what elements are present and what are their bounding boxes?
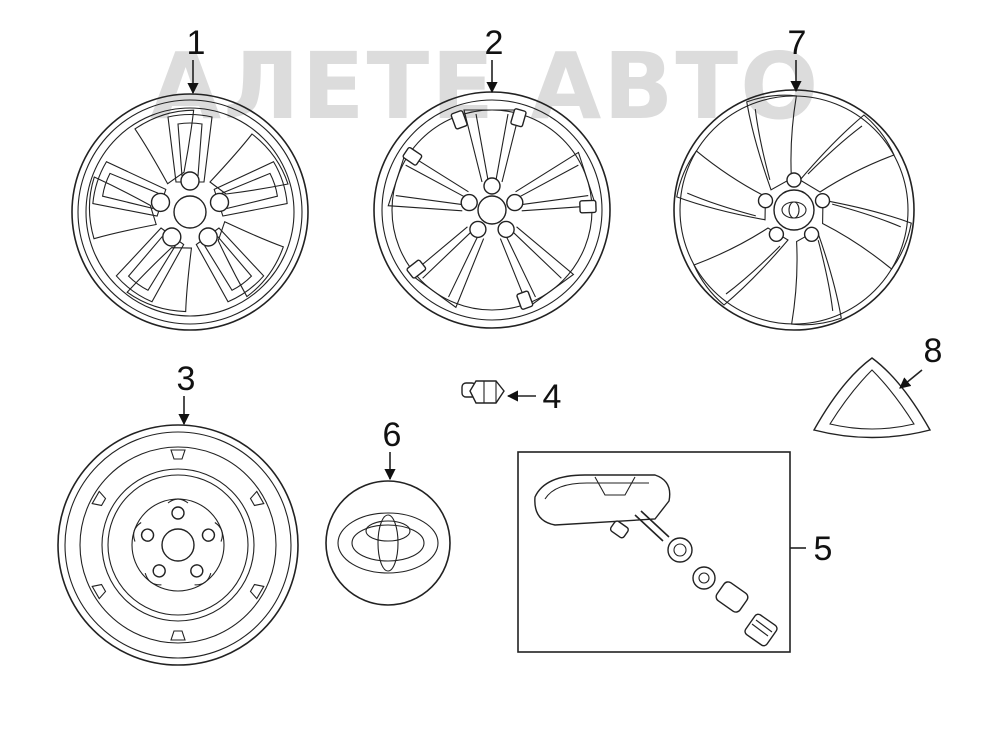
callout-8: 8 bbox=[899, 332, 943, 389]
tire-pressure-sensor-kit-icon bbox=[517, 451, 791, 653]
watermark-text: АЛЕТЕ АВТО bbox=[150, 33, 820, 140]
leader-line bbox=[899, 369, 923, 389]
center-cap-emblem-icon bbox=[325, 480, 451, 606]
callout-3: 3 bbox=[177, 360, 196, 426]
callout-label: 8 bbox=[924, 332, 943, 370]
callout-4: 4 bbox=[506, 378, 562, 416]
callout-1: 1 bbox=[187, 24, 206, 95]
callout-label: 1 bbox=[187, 24, 206, 62]
callout-7: 7 bbox=[788, 24, 807, 93]
callout-label: 5 bbox=[814, 530, 833, 568]
watermark: АЛЕТЕ АВТО bbox=[150, 33, 820, 140]
callout-label: 4 bbox=[543, 378, 562, 416]
ornament-triangle-icon bbox=[812, 357, 932, 439]
callout-label: 6 bbox=[383, 416, 402, 454]
callout-label: 3 bbox=[177, 360, 196, 398]
callout-label: 7 bbox=[788, 24, 807, 62]
callout-label: 2 bbox=[485, 24, 504, 62]
callout-6: 6 bbox=[383, 416, 402, 481]
callout-2: 2 bbox=[485, 24, 504, 94]
callout-5: 5 bbox=[790, 530, 832, 568]
steel-spare-wheel-icon bbox=[57, 424, 299, 666]
wheel-lug-nut-icon bbox=[461, 380, 505, 404]
alloy-wheel-double-spoke-icon bbox=[64, 93, 309, 334]
